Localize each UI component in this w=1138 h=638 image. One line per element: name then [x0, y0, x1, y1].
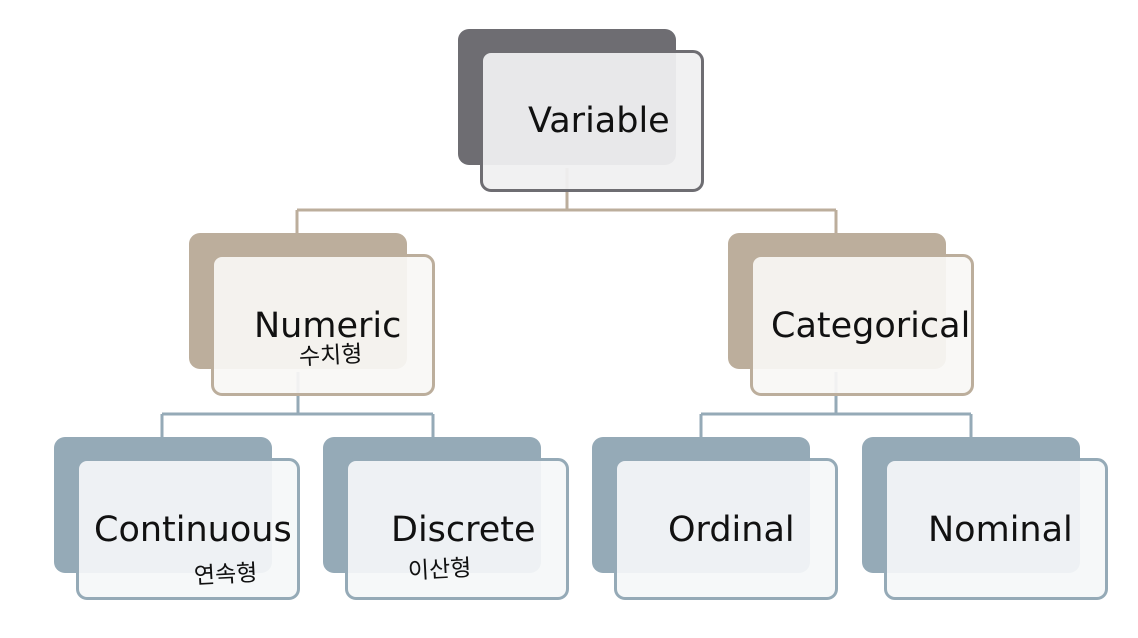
node-ordinal: Ordinal	[592, 437, 838, 600]
node-categorical: Categorical	[728, 233, 974, 396]
node-variable-label: Variable	[528, 101, 670, 141]
node-categorical-front-panel	[750, 254, 974, 396]
node-variable-front-panel	[480, 50, 704, 192]
node-ordinal-front-panel	[614, 458, 838, 600]
node-continuous-front-panel	[76, 458, 300, 600]
node-continuous: Continuous 연속형	[54, 437, 300, 600]
node-numeric-handwritten-note: 수치형	[298, 341, 364, 371]
node-variable: Variable	[458, 29, 704, 192]
node-nominal: Nominal	[862, 437, 1108, 600]
node-categorical-label: Categorical	[771, 306, 971, 346]
node-continuous-label: Continuous	[94, 510, 292, 550]
node-ordinal-label: Ordinal	[668, 510, 795, 550]
node-nominal-front-panel	[884, 458, 1108, 600]
node-numeric: Numeric 수치형	[189, 233, 435, 396]
node-continuous-handwritten-note: 연속형	[193, 560, 259, 590]
node-discrete-handwritten-note: 이산형	[407, 555, 473, 585]
node-discrete-front-panel	[345, 458, 569, 600]
node-numeric-front-panel	[211, 254, 435, 396]
node-discrete-label: Discrete	[391, 510, 536, 550]
node-discrete: Discrete 이산형	[323, 437, 569, 600]
node-numeric-label: Numeric	[254, 306, 402, 346]
node-nominal-label: Nominal	[928, 510, 1073, 550]
